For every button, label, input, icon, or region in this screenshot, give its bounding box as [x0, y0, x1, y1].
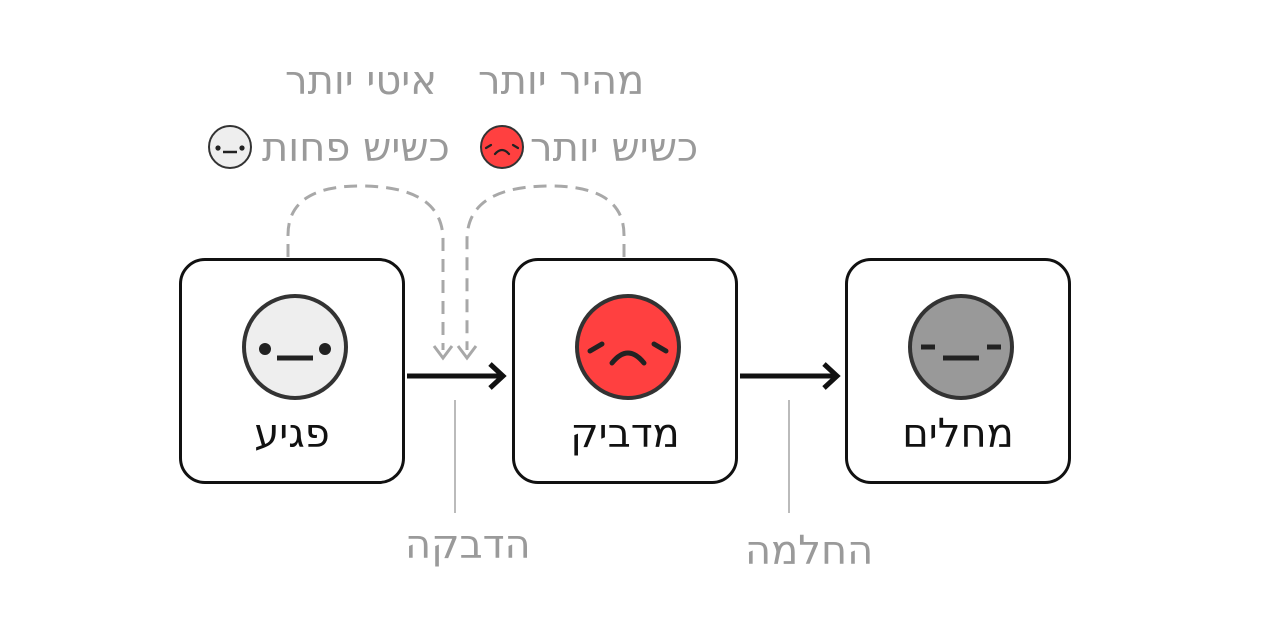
annotation-slower-line1: איטי יותר — [285, 58, 437, 104]
node-label-recovered: מחלים — [902, 411, 1014, 457]
annotation-faster-line1: מהיר יותר — [478, 58, 645, 104]
dashed-loop-slower — [286, 184, 445, 350]
arrowhead-recovery — [822, 362, 841, 390]
node-label-susceptible: פגיע — [254, 411, 330, 457]
dashed-loop-faster — [465, 184, 626, 350]
node-susceptible: פגיע — [179, 258, 405, 484]
annotation-faster-line2: כשיש יותר — [530, 125, 699, 171]
neutral-face-icon — [242, 294, 348, 400]
small-neutral-face-icon — [208, 125, 252, 169]
small-sad-face-icon — [480, 125, 524, 169]
arrowhead-infection — [488, 362, 507, 390]
node-label-infected: מדביק — [570, 411, 680, 457]
node-recovered: מחלים — [845, 258, 1071, 484]
neutral-dash-face-icon — [908, 294, 1014, 400]
transition-label-infection: הדבקה — [405, 522, 531, 568]
dashed-arrowhead-slower — [432, 345, 454, 361]
sad-face-icon — [575, 294, 681, 400]
node-infected: מדביק — [512, 258, 738, 484]
transition-label-recovery: החלמה — [745, 528, 874, 574]
dashed-arrowhead-faster — [456, 345, 478, 361]
annotation-slower-line2: כשיש פחות — [262, 125, 450, 171]
